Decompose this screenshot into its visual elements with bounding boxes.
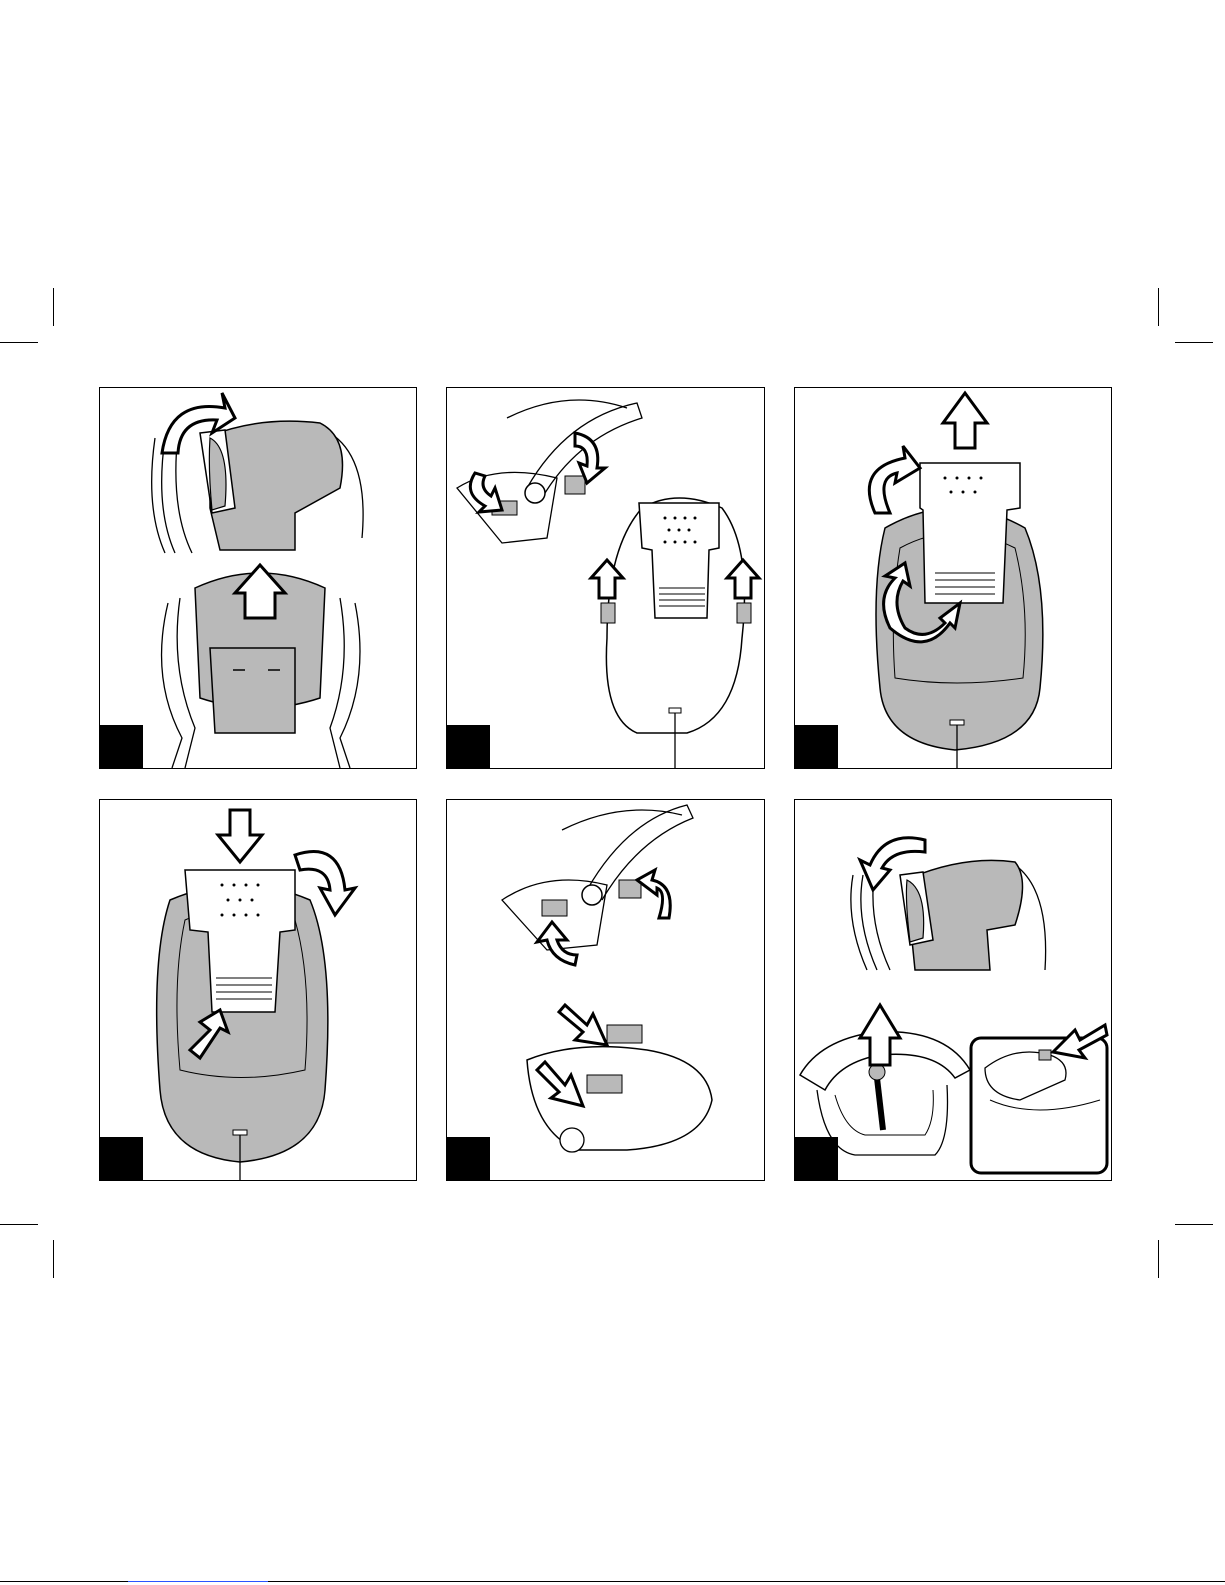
panel-3 [794,387,1112,769]
crop-mark [1175,342,1213,343]
outline-arrow-icon [559,1005,607,1045]
panel-1 [99,387,417,769]
step-number-box [795,1137,838,1180]
crop-mark [0,342,38,343]
curved-arrow-icon [470,473,502,512]
panel-4 [99,799,417,1181]
seat-pad-refit-illustration [100,800,417,1181]
footer-link-underline [128,1581,268,1582]
crop-mark [1158,288,1159,326]
crop-mark [53,288,54,326]
handle-release-illustration [447,388,765,769]
outline-arrow-icon [218,810,262,862]
seat-pad-lift-illustration [795,388,1112,769]
panel-6 [794,799,1112,1181]
curved-arrow-icon [637,870,670,918]
crop-mark [0,1224,38,1225]
headrest-removal-illustration [100,388,417,769]
headrest-refit-illustration [795,800,1112,1181]
crop-mark [1158,1240,1159,1278]
handle-pivot-illustration [447,800,765,1181]
step-number-box [100,725,143,768]
crop-mark [1175,1224,1213,1225]
panel-2 [446,387,765,769]
curved-arrow-icon [537,922,577,965]
outline-arrow-icon [943,393,987,448]
step-number-box [100,1137,143,1180]
step-number-box [795,725,838,768]
step-number-box [447,1137,490,1180]
curved-arrow-icon [869,446,920,513]
step-number-box [447,725,490,768]
crop-mark [53,1240,54,1278]
panel-5 [446,799,765,1181]
